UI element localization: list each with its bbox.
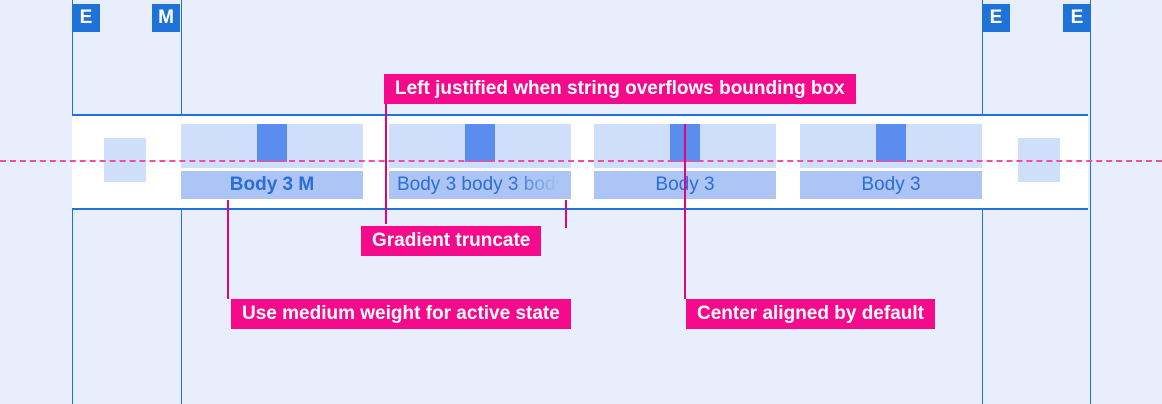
vertical-guide-4 <box>1090 0 1091 404</box>
vertical-center-guide <box>0 160 1162 162</box>
tab-item-4[interactable]: Body 3 <box>800 124 982 202</box>
tab-label-slot-4: Body 3 <box>800 171 982 199</box>
tab-item-1[interactable]: Body 3 M <box>181 124 363 202</box>
tab-label-4: Body 3 <box>861 174 921 195</box>
tab-icon-2 <box>465 124 495 162</box>
leader-gradient-truncate <box>565 200 567 228</box>
annotation-medium-weight: Use medium weight for active state <box>231 299 571 329</box>
annotation-gradient-truncate: Gradient truncate <box>361 226 542 256</box>
tab-icon-4 <box>876 124 906 162</box>
annotation-left-justified: Left justified when string overflows bou… <box>384 74 856 104</box>
leader-medium-weight <box>227 200 229 299</box>
gradient-truncate-mask <box>511 171 571 199</box>
leader-center-aligned <box>684 124 686 299</box>
tab-label-slot-2: Body 3 body 3 body 3 <box>389 171 571 199</box>
leader-left-justified <box>385 104 387 224</box>
badge-e-right-1: E <box>982 4 1010 32</box>
badge-m: M <box>152 4 180 32</box>
tab-label-slot-1: Body 3 M <box>181 171 363 199</box>
badge-e-right-2: E <box>1063 4 1091 32</box>
badge-e-left: E <box>72 4 100 32</box>
tab-label-1: Body 3 M <box>229 174 315 195</box>
tab-icon-1 <box>257 124 287 162</box>
annotation-center-aligned: Center aligned by default <box>686 299 935 329</box>
tab-item-2[interactable]: Body 3 body 3 body 3 <box>389 124 571 202</box>
